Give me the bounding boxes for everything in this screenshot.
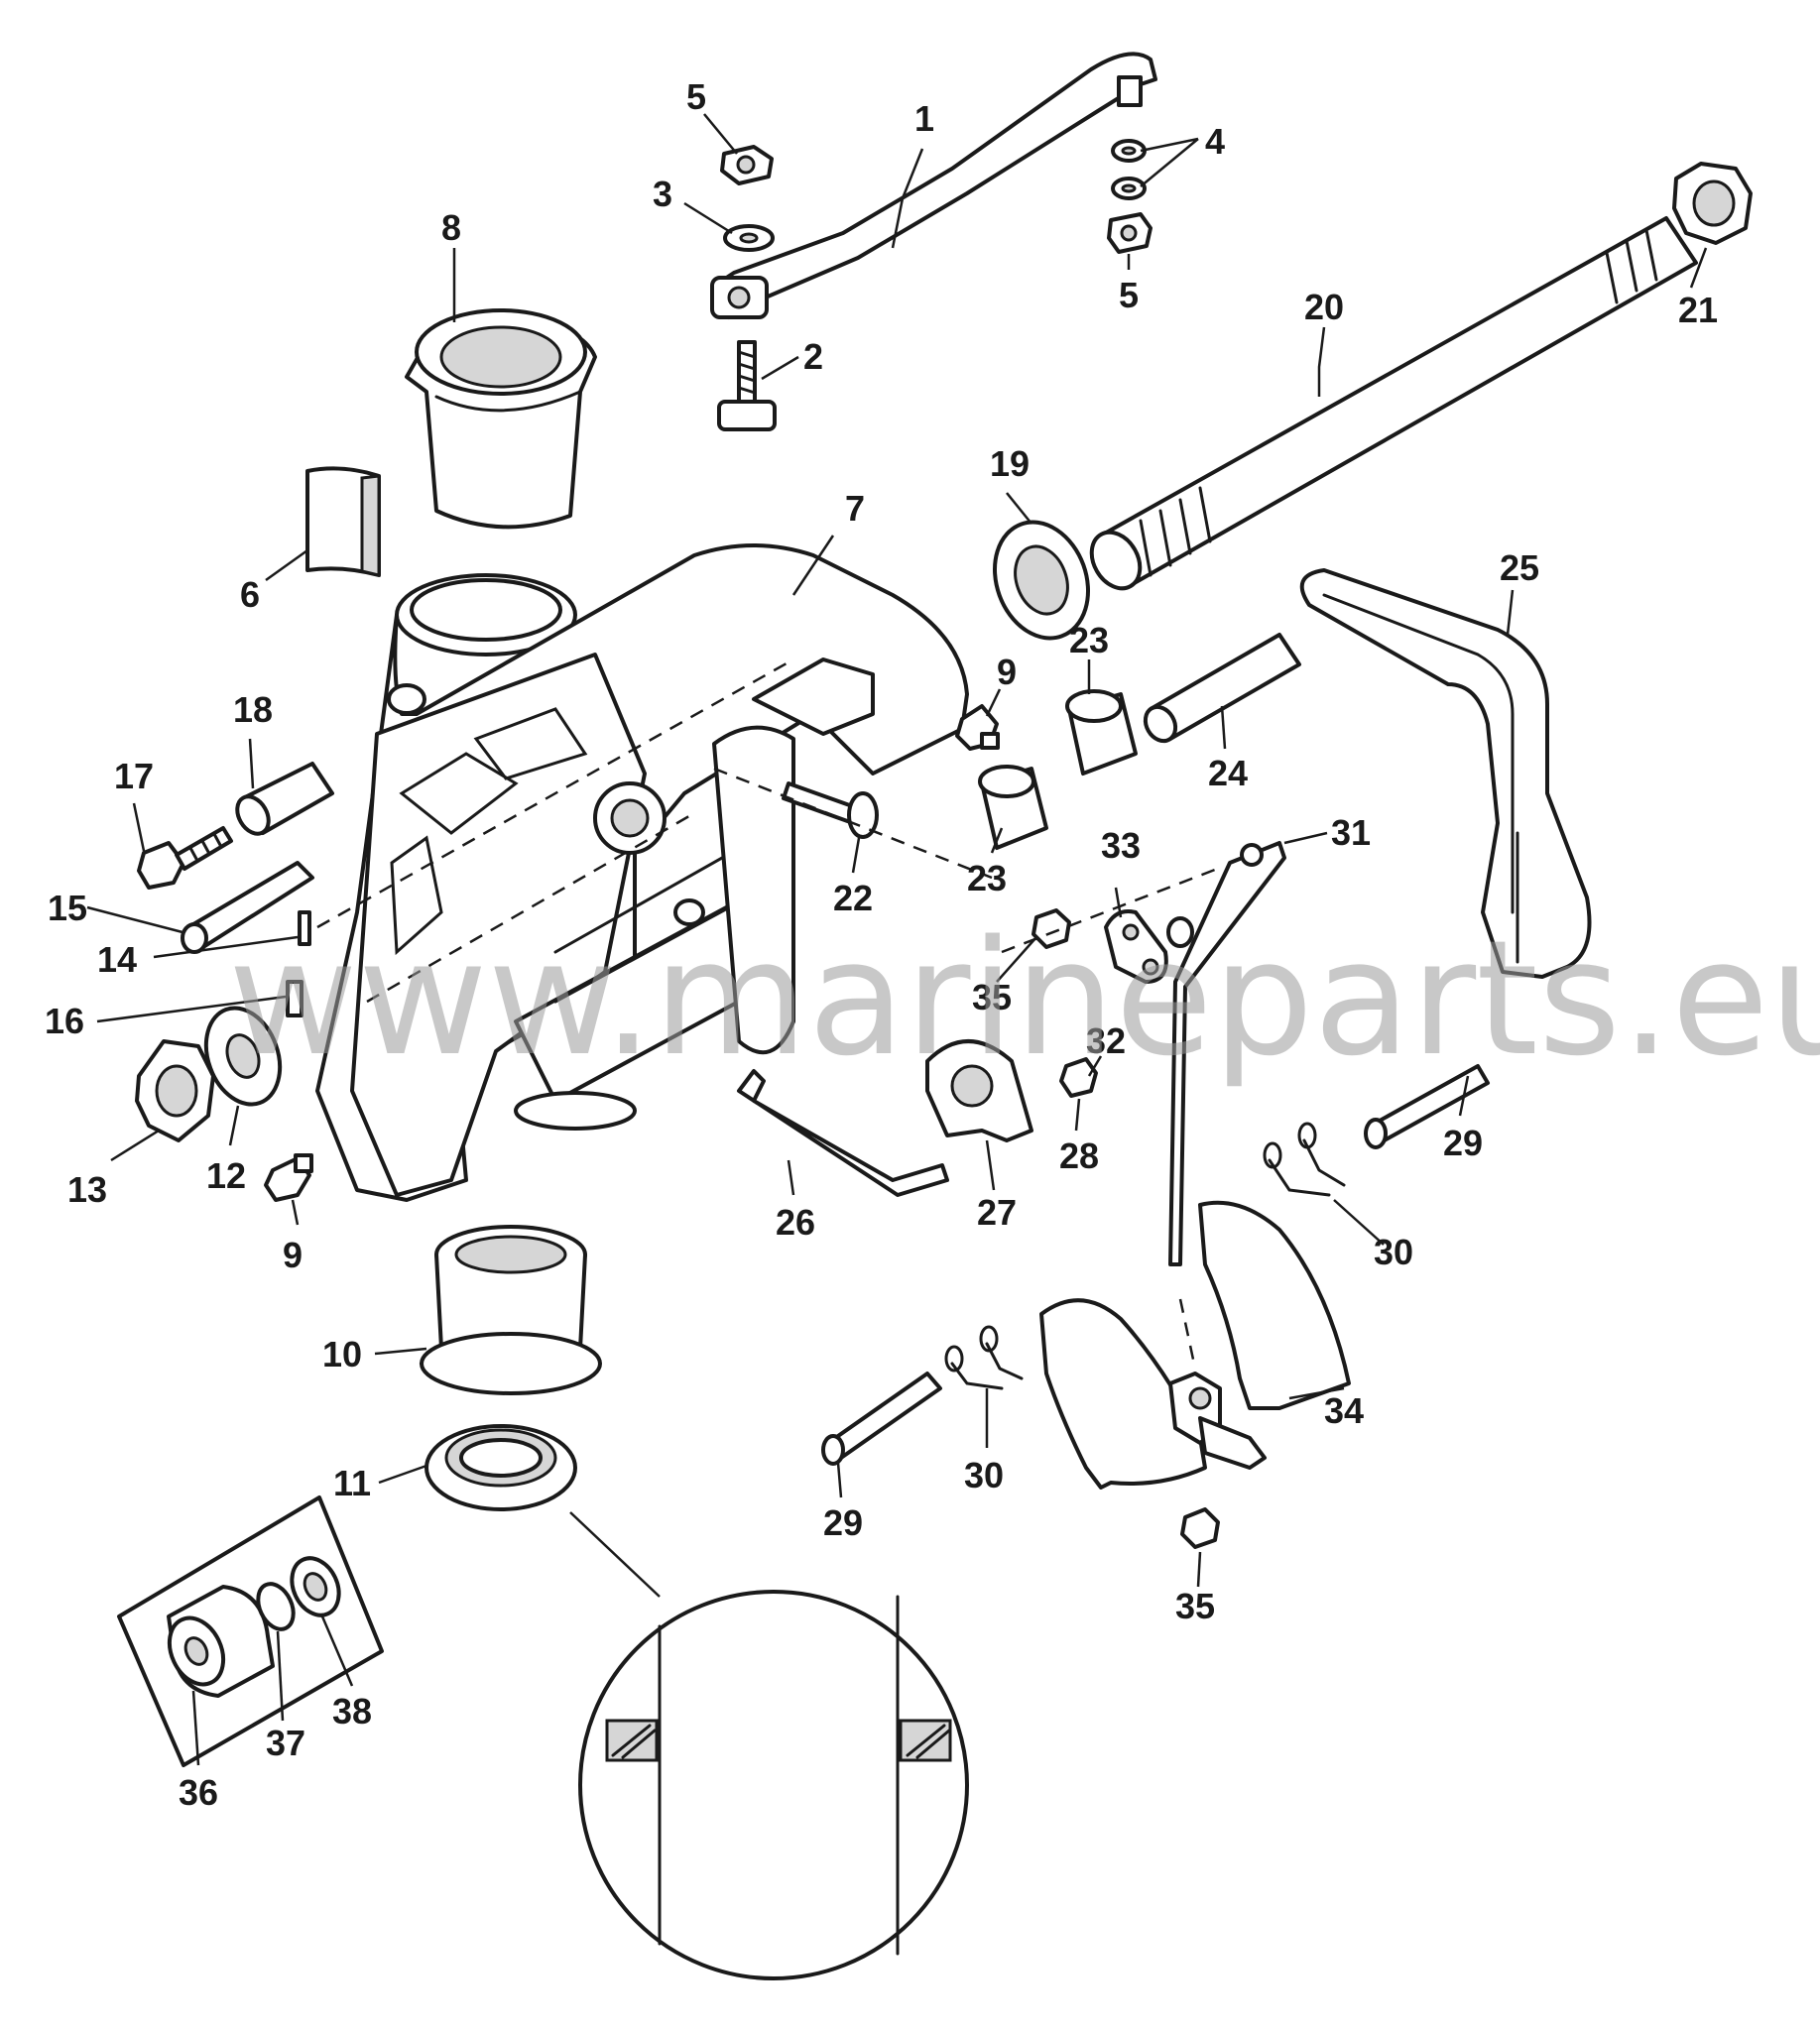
lock-nut-part-bottom [1180, 1507, 1220, 1549]
callout-26: 26 [776, 1202, 815, 1243]
steering-arm-part [710, 52, 1157, 319]
callout-33: 33 [1101, 825, 1141, 866]
bolt-part [717, 340, 777, 431]
callout-35-top: 35 [972, 977, 1012, 1017]
inset-box [117, 1495, 384, 1767]
callout-23-top: 23 [1069, 620, 1109, 660]
spacer-washer-part [992, 520, 1091, 641]
callout-29-right: 29 [1443, 1123, 1483, 1163]
grease-fitting-part-top [955, 704, 1000, 751]
callout-21: 21 [1678, 290, 1718, 330]
callout-5-top: 5 [686, 76, 706, 117]
large-nut-part [135, 1039, 215, 1142]
callout-28: 28 [1059, 1135, 1099, 1176]
small-pin-part [298, 910, 311, 946]
pin-part-right [1364, 1064, 1490, 1149]
grease-fitting-part-bottom [264, 1153, 313, 1202]
callout-29-left: 29 [823, 1502, 863, 1543]
callout-9-bottom: 9 [283, 1235, 303, 1275]
callout-35-bottom: 35 [1175, 1586, 1215, 1626]
callout-14: 14 [97, 939, 137, 980]
callout-1: 1 [914, 98, 934, 139]
hex-bolt-part [137, 826, 233, 890]
spring-clip-part-left [944, 1325, 1024, 1390]
callout-32: 32 [1086, 1020, 1126, 1061]
pivot-pin-part [1143, 633, 1301, 744]
lower-bushing-part [420, 1225, 602, 1395]
upper-bushing-part [405, 308, 597, 530]
callout-30-right: 30 [1374, 1232, 1413, 1272]
nut-part-top [720, 145, 774, 185]
callout-20: 20 [1304, 287, 1344, 327]
callout-25: 25 [1500, 547, 1539, 588]
cam-part [925, 1039, 1033, 1142]
alignment-lines [316, 657, 1221, 1370]
callout-37: 37 [266, 1723, 305, 1763]
link-rod-part [1166, 841, 1286, 1266]
swivel-bracket-part [315, 543, 969, 1202]
callout-5-right: 5 [1119, 275, 1139, 315]
detail-circle-inset [569, 1511, 969, 1980]
reverse-lock-part [1039, 1200, 1351, 1490]
washer-stack-part [1111, 139, 1147, 200]
callout-19: 19 [990, 443, 1030, 484]
seal-part [425, 1424, 577, 1511]
leader-lines [86, 113, 1708, 1766]
pad-part [305, 466, 381, 577]
watermark-text: www.marineparts.eu [228, 905, 1820, 1091]
callout-36: 36 [179, 1772, 218, 1813]
bushing-part-top [1065, 689, 1138, 776]
bushing-part-bottom [978, 765, 1048, 850]
nut-part-right [1107, 212, 1153, 254]
washer-part [723, 224, 775, 252]
callout-8: 8 [441, 207, 461, 248]
part-drawings [117, 52, 1753, 1980]
sleeve-part [235, 762, 334, 836]
callout-11: 11 [333, 1463, 371, 1503]
tilt-pin-part [181, 861, 314, 954]
callout-22: 22 [833, 878, 873, 918]
callout-34: 34 [1324, 1390, 1364, 1431]
callout-16: 16 [45, 1001, 84, 1041]
callout-27: 27 [977, 1192, 1017, 1233]
large-washer-part [203, 1006, 283, 1107]
callout-6: 6 [240, 574, 260, 615]
tilt-lever-part [1299, 568, 1592, 979]
small-nut-part [1059, 1057, 1098, 1098]
callout-15: 15 [48, 888, 87, 928]
tube-nut-part [1672, 162, 1753, 245]
callout-38: 38 [332, 1691, 372, 1732]
link-plate-part [1104, 909, 1168, 984]
callout-9-top: 9 [997, 652, 1017, 692]
callout-2: 2 [803, 336, 823, 377]
callout-23-bottom: 23 [967, 858, 1007, 898]
spring-part [286, 980, 303, 1017]
pin-part-left [821, 1372, 942, 1466]
callout-13: 13 [67, 1169, 107, 1210]
callout-24: 24 [1208, 753, 1248, 793]
callout-31: 31 [1331, 812, 1371, 853]
long-bolt-part [782, 781, 879, 839]
callout-12: 12 [206, 1155, 246, 1196]
spring-clip-part-right [1263, 1122, 1346, 1197]
callout-4: 4 [1205, 121, 1225, 162]
callout-labels: 1 2 3 4 5 5 6 7 8 9 9 10 11 12 13 14 15 … [45, 76, 1718, 1813]
callout-7: 7 [845, 488, 865, 529]
lock-nut-part-top [1031, 908, 1071, 949]
lock-rod-part [737, 1069, 949, 1197]
callout-30-left: 30 [964, 1455, 1004, 1495]
callout-3: 3 [653, 174, 672, 214]
tilt-tube-part [1089, 216, 1698, 591]
callout-17: 17 [114, 756, 154, 796]
callout-18: 18 [233, 689, 273, 730]
callout-10: 10 [322, 1334, 362, 1374]
